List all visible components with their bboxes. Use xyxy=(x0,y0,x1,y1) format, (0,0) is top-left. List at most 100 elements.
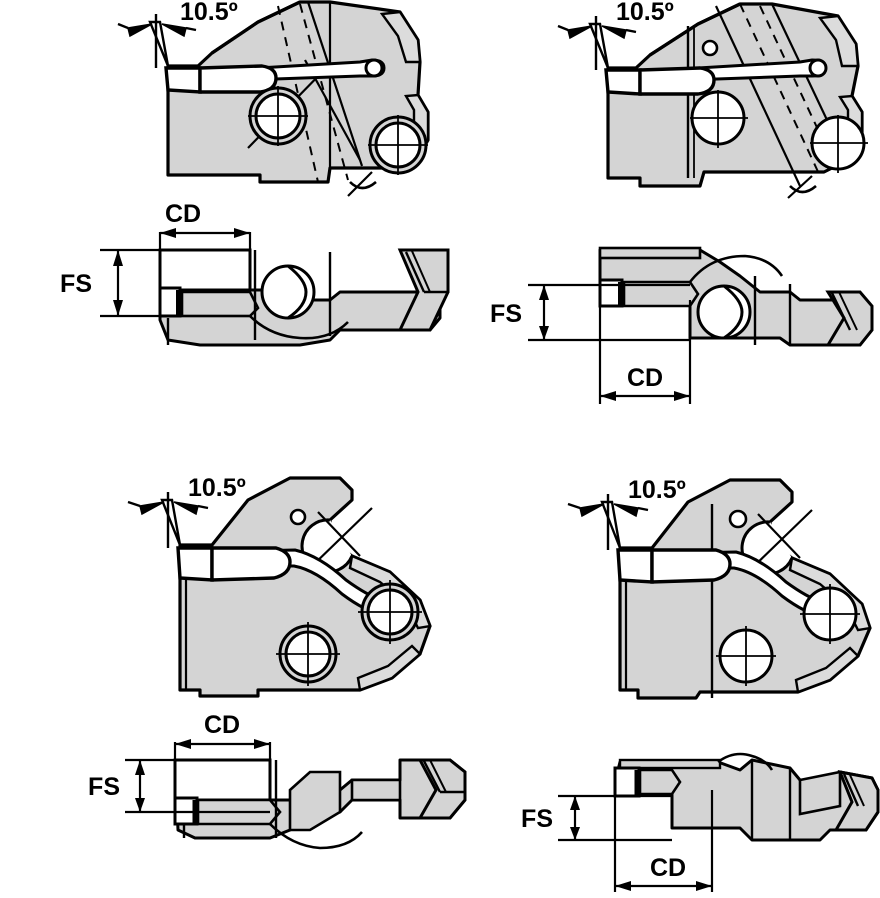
fs-label-mr: FS xyxy=(490,300,522,328)
coolant-port-br xyxy=(728,509,748,529)
notch-centerline xyxy=(347,171,373,197)
angle-arrow-right-tr xyxy=(601,25,627,40)
fs-arrow-top-mr xyxy=(539,285,549,300)
cd-arrow-left-ll xyxy=(175,739,191,749)
tail-chamfer-mr-b xyxy=(838,291,858,331)
clamp-arm-pivot-tr xyxy=(808,58,828,78)
fs-label-ml: FS xyxy=(60,270,92,298)
bottom-notch-tr xyxy=(789,184,817,194)
insert-seat-br xyxy=(616,548,654,584)
tail-chamfer-ml-a xyxy=(404,251,426,293)
top-strip-lr xyxy=(618,758,722,770)
angle-label-bottom-right: 10.5º xyxy=(628,476,686,504)
dimension-cd-ml: CD xyxy=(158,200,252,252)
angle-arrow-left xyxy=(127,23,153,38)
hidden-line-a xyxy=(277,5,319,183)
angle-leader-right-tr xyxy=(625,28,637,34)
fs-label-lr: FS xyxy=(521,805,553,833)
angle-leader-left xyxy=(117,22,129,30)
insert-seat xyxy=(164,66,202,94)
cartridge-profile-bottom-left: 10.5º xyxy=(127,474,432,698)
fs-label-ll: FS xyxy=(88,773,120,801)
notch-centerline-br-b xyxy=(757,513,801,559)
tail-chamfer-ll-b xyxy=(429,759,447,793)
dimension-cd-mr: CD xyxy=(598,300,692,404)
fs-arrow-top-lr xyxy=(570,796,580,810)
dimension-cd-ll: CD xyxy=(173,711,272,762)
rear-flange-facet xyxy=(379,10,422,64)
rear-flange-facet-tr xyxy=(817,14,860,68)
angle-leader-right xyxy=(185,26,197,32)
angle-annotation-bottom-right: 10.5º xyxy=(567,476,686,550)
top-strip-mr xyxy=(598,246,702,260)
angle-arrow-right-bl xyxy=(173,501,199,516)
seat-cavity-mr xyxy=(688,254,784,283)
angle-arrow-right xyxy=(161,23,187,38)
step-block-ll-a xyxy=(288,770,342,832)
notch-centerline-br-a xyxy=(749,509,813,571)
dimension-cd-lr: CD xyxy=(613,790,714,892)
clamp-arm-pivot xyxy=(364,58,384,78)
screw-hole-front-br xyxy=(716,626,776,686)
angle-annotation-top-right: 10.5º xyxy=(557,0,674,70)
hidden-line-b xyxy=(299,3,349,181)
coolant-port-bl xyxy=(289,508,307,526)
cartridge-side-elevation-top-right: FS CD xyxy=(490,246,874,404)
top-bevel-edge-tr xyxy=(649,2,741,57)
angle-leader-right-bl xyxy=(197,504,209,510)
insert-seat-bl xyxy=(176,546,214,582)
dimension-fs-ml: FS xyxy=(60,248,250,318)
angle-arrow-left-tr xyxy=(567,25,593,40)
seat-cavity-lr xyxy=(717,752,774,771)
solid-diag-line-a xyxy=(306,1,364,167)
angle-arrow-left-br xyxy=(579,503,605,518)
step-block-ll-b xyxy=(350,778,402,802)
dimension-fs-ll: FS xyxy=(88,758,270,814)
angle-leader-left-tr xyxy=(557,24,569,32)
insert-block-ml xyxy=(158,248,252,292)
tail-chamfer-ll-a xyxy=(422,760,442,793)
angle-leader-right-br xyxy=(637,506,649,512)
angle-label-bottom-left: 10.5º xyxy=(188,474,246,502)
cd-label-lr: CD xyxy=(650,854,686,882)
angle-label-top-left: 10.5º xyxy=(180,0,238,26)
cd-arrow-left-lr xyxy=(615,881,631,891)
cutting-insert-bl xyxy=(210,546,292,582)
screw-hole-front-bl xyxy=(276,622,340,686)
cartridge-profile-bottom-right: 10.5º xyxy=(567,476,872,700)
angle-leader-left-bl xyxy=(127,500,141,508)
angle-label-top-right: 10.5º xyxy=(616,0,674,26)
side-screw-boss-ml xyxy=(260,264,316,320)
screw-hole-rear-tr xyxy=(810,115,868,173)
cd-label-mr: CD xyxy=(627,364,663,392)
notch-centerline-bl-b xyxy=(317,511,361,557)
fs-arrow-bot-ll xyxy=(135,798,145,812)
seat-cavity-ll xyxy=(269,823,363,850)
cartridge-profile-top-right: 10.5º xyxy=(557,0,868,199)
fs-arrow-bot-ml xyxy=(113,300,123,316)
clamp-plate-ml xyxy=(180,290,260,318)
dimension-fs-mr: FS xyxy=(490,283,690,342)
cartridge-profile-top-left: 10.5º xyxy=(117,0,430,197)
clamp-plate-mr xyxy=(622,280,700,308)
rear-rim-facet-br-2 xyxy=(794,646,860,694)
step-block-lr xyxy=(798,770,842,816)
tail-chamfer-ml-b xyxy=(411,250,431,293)
clamp-plate-lr xyxy=(638,768,682,796)
tail-chamfer-lr-b xyxy=(849,774,865,807)
insert-seat-tr xyxy=(604,68,642,96)
angle-leader-left-br xyxy=(567,502,581,510)
coolant-port-tr xyxy=(701,39,719,57)
cutting-insert xyxy=(198,64,278,94)
cd-arrow-left-mr xyxy=(600,391,616,401)
tail-chamfer-mr-a xyxy=(830,292,852,331)
cd-label-ll: CD xyxy=(204,711,240,739)
cd-arrow-right-mr xyxy=(674,391,690,401)
fs-arrow-bot-lr xyxy=(570,827,580,840)
screw-hole-front-tr xyxy=(690,90,748,148)
notch-centerline-bl-a xyxy=(309,507,373,569)
angle-arrow-right-br xyxy=(613,503,639,518)
seat-cavity-ml xyxy=(249,315,349,340)
screw-hole-rear xyxy=(368,115,428,175)
